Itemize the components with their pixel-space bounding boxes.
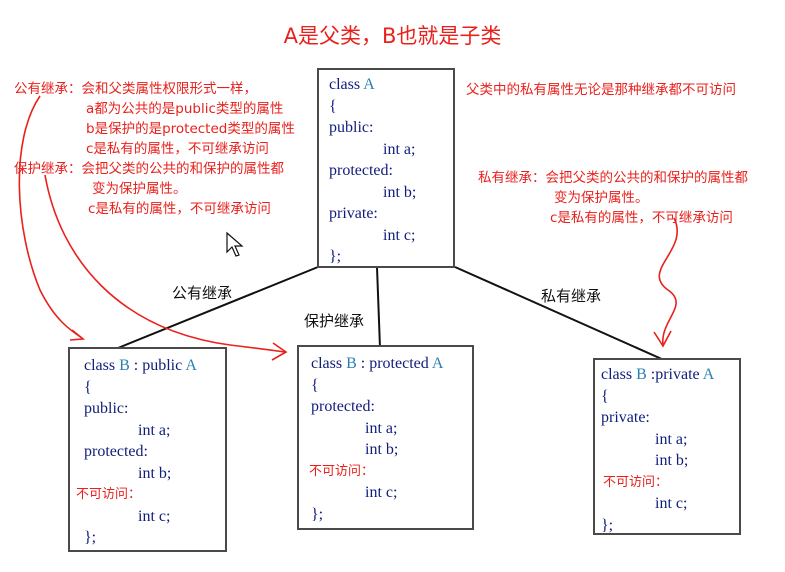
access-private: private: bbox=[329, 205, 378, 222]
private-inheritance-note: 私有继承：会把父类的公共的和保护的属性都 变为保护属性。 c是私有的属性，不可继… bbox=[478, 168, 748, 228]
close-brace: }; bbox=[311, 505, 324, 523]
note-line: c是私有的属性，不可继承访问 bbox=[88, 201, 271, 217]
red-arrow-right bbox=[658, 217, 678, 346]
red-arrow-right-head bbox=[653, 330, 672, 348]
class-header: class B : public A bbox=[84, 355, 225, 377]
open-brace: { bbox=[601, 387, 609, 405]
note-line: 变为保护属性。 bbox=[92, 181, 187, 197]
protected-inheritance-note: 保护继承：会把父类的公共的和保护的属性都 变为保护属性。 c是私有的属性，不可继… bbox=[14, 159, 284, 219]
class-keyword: class bbox=[311, 355, 343, 372]
member-b: int b; bbox=[655, 452, 689, 469]
inheritance-mode: : public bbox=[133, 357, 183, 374]
class-a-box: class A { public: int a; protected: int … bbox=[317, 68, 455, 268]
class-keyword: class bbox=[84, 357, 116, 374]
inaccessible-label: 不可访问： bbox=[76, 487, 142, 502]
class-header: class A bbox=[329, 74, 453, 96]
class-name: B bbox=[346, 355, 357, 372]
access-protected: protected: bbox=[329, 162, 393, 179]
edge-label-protected: 保护继承 bbox=[304, 312, 365, 330]
member-b: int b; bbox=[383, 183, 417, 201]
member-c: int c; bbox=[655, 495, 688, 512]
member-c: int c; bbox=[138, 507, 171, 525]
note-line: a都为公共的是public类型的属性 bbox=[86, 101, 284, 117]
class-name: B bbox=[636, 366, 647, 383]
edge-private bbox=[454, 266, 665, 361]
class-keyword: class bbox=[601, 366, 633, 383]
class-header: class B : protected A bbox=[311, 353, 472, 375]
note-line: 变为保护属性。 bbox=[554, 190, 649, 206]
edge-protected bbox=[376, 266, 381, 349]
class-b-private-box: class B :private A { private: int a; int… bbox=[593, 358, 741, 535]
base-class-name: A bbox=[702, 366, 715, 383]
class-keyword: class bbox=[329, 76, 361, 93]
red-arrow-middle-head bbox=[271, 342, 288, 361]
base-class-name: A bbox=[185, 357, 197, 374]
close-brace: }; bbox=[329, 248, 342, 265]
class-name: B bbox=[119, 357, 130, 374]
edge-label-private: 私有继承 bbox=[541, 287, 602, 305]
note-line: c是私有的属性，不可继承访问 bbox=[86, 141, 269, 157]
red-arrow-left bbox=[18, 95, 83, 339]
note-line: b是保护的是protected类型的属性 bbox=[86, 121, 295, 137]
open-brace: { bbox=[84, 378, 92, 396]
class-b-public-box: class B : public A { public: int a; prot… bbox=[68, 347, 227, 552]
member-a: int a; bbox=[383, 140, 416, 158]
edge-label-public: 公有继承 bbox=[172, 284, 233, 302]
note-line: c是私有的属性，不可继承访问 bbox=[550, 210, 733, 226]
access-protected: protected: bbox=[84, 443, 148, 460]
member-a: int a; bbox=[365, 419, 398, 437]
access-public: public: bbox=[329, 119, 374, 136]
public-inheritance-note: 公有继承：会和父类属性权限形式一样， a都为公共的是public类型的属性 b是… bbox=[14, 79, 295, 159]
class-b-protected-box: class B : protected A { protected: int a… bbox=[297, 345, 474, 530]
member-c: int c; bbox=[383, 226, 416, 244]
open-brace: { bbox=[311, 376, 319, 394]
member-b: int b; bbox=[365, 441, 399, 458]
member-c: int c; bbox=[365, 484, 398, 501]
member-b: int b; bbox=[138, 464, 172, 482]
member-a: int a; bbox=[655, 430, 688, 448]
access-public: public: bbox=[84, 400, 129, 417]
close-brace: }; bbox=[601, 516, 614, 534]
mouse-cursor-icon bbox=[226, 231, 244, 257]
note-line: 私有继承：会把父类的公共的和保护的属性都 bbox=[478, 170, 748, 186]
inaccessible-label: 不可访问： bbox=[603, 474, 669, 490]
edge-public bbox=[117, 266, 319, 349]
access-private: private: bbox=[601, 409, 650, 426]
page-title: A是父类，B也就是子类 bbox=[283, 24, 502, 48]
member-a: int a; bbox=[138, 421, 171, 439]
open-brace: { bbox=[329, 97, 337, 115]
note-line: 保护继承：会把父类的公共的和保护的属性都 bbox=[14, 161, 284, 177]
inheritance-mode: : protected bbox=[360, 355, 429, 372]
red-arrow-middle bbox=[44, 174, 286, 353]
red-arrow-left-head bbox=[69, 329, 86, 341]
private-member-note: 父类中的私有属性无论是那种继承都不可访问 bbox=[466, 82, 736, 98]
inheritance-mode: :private bbox=[650, 366, 700, 383]
class-name: A bbox=[363, 76, 375, 93]
access-protected: protected: bbox=[311, 398, 375, 415]
base-class-name: A bbox=[431, 355, 444, 372]
close-brace: }; bbox=[84, 529, 97, 546]
inaccessible-label: 不可访问： bbox=[309, 463, 375, 479]
class-header: class B :private A bbox=[601, 364, 739, 386]
note-line: 公有继承：会和父类属性权限形式一样， bbox=[14, 81, 257, 97]
